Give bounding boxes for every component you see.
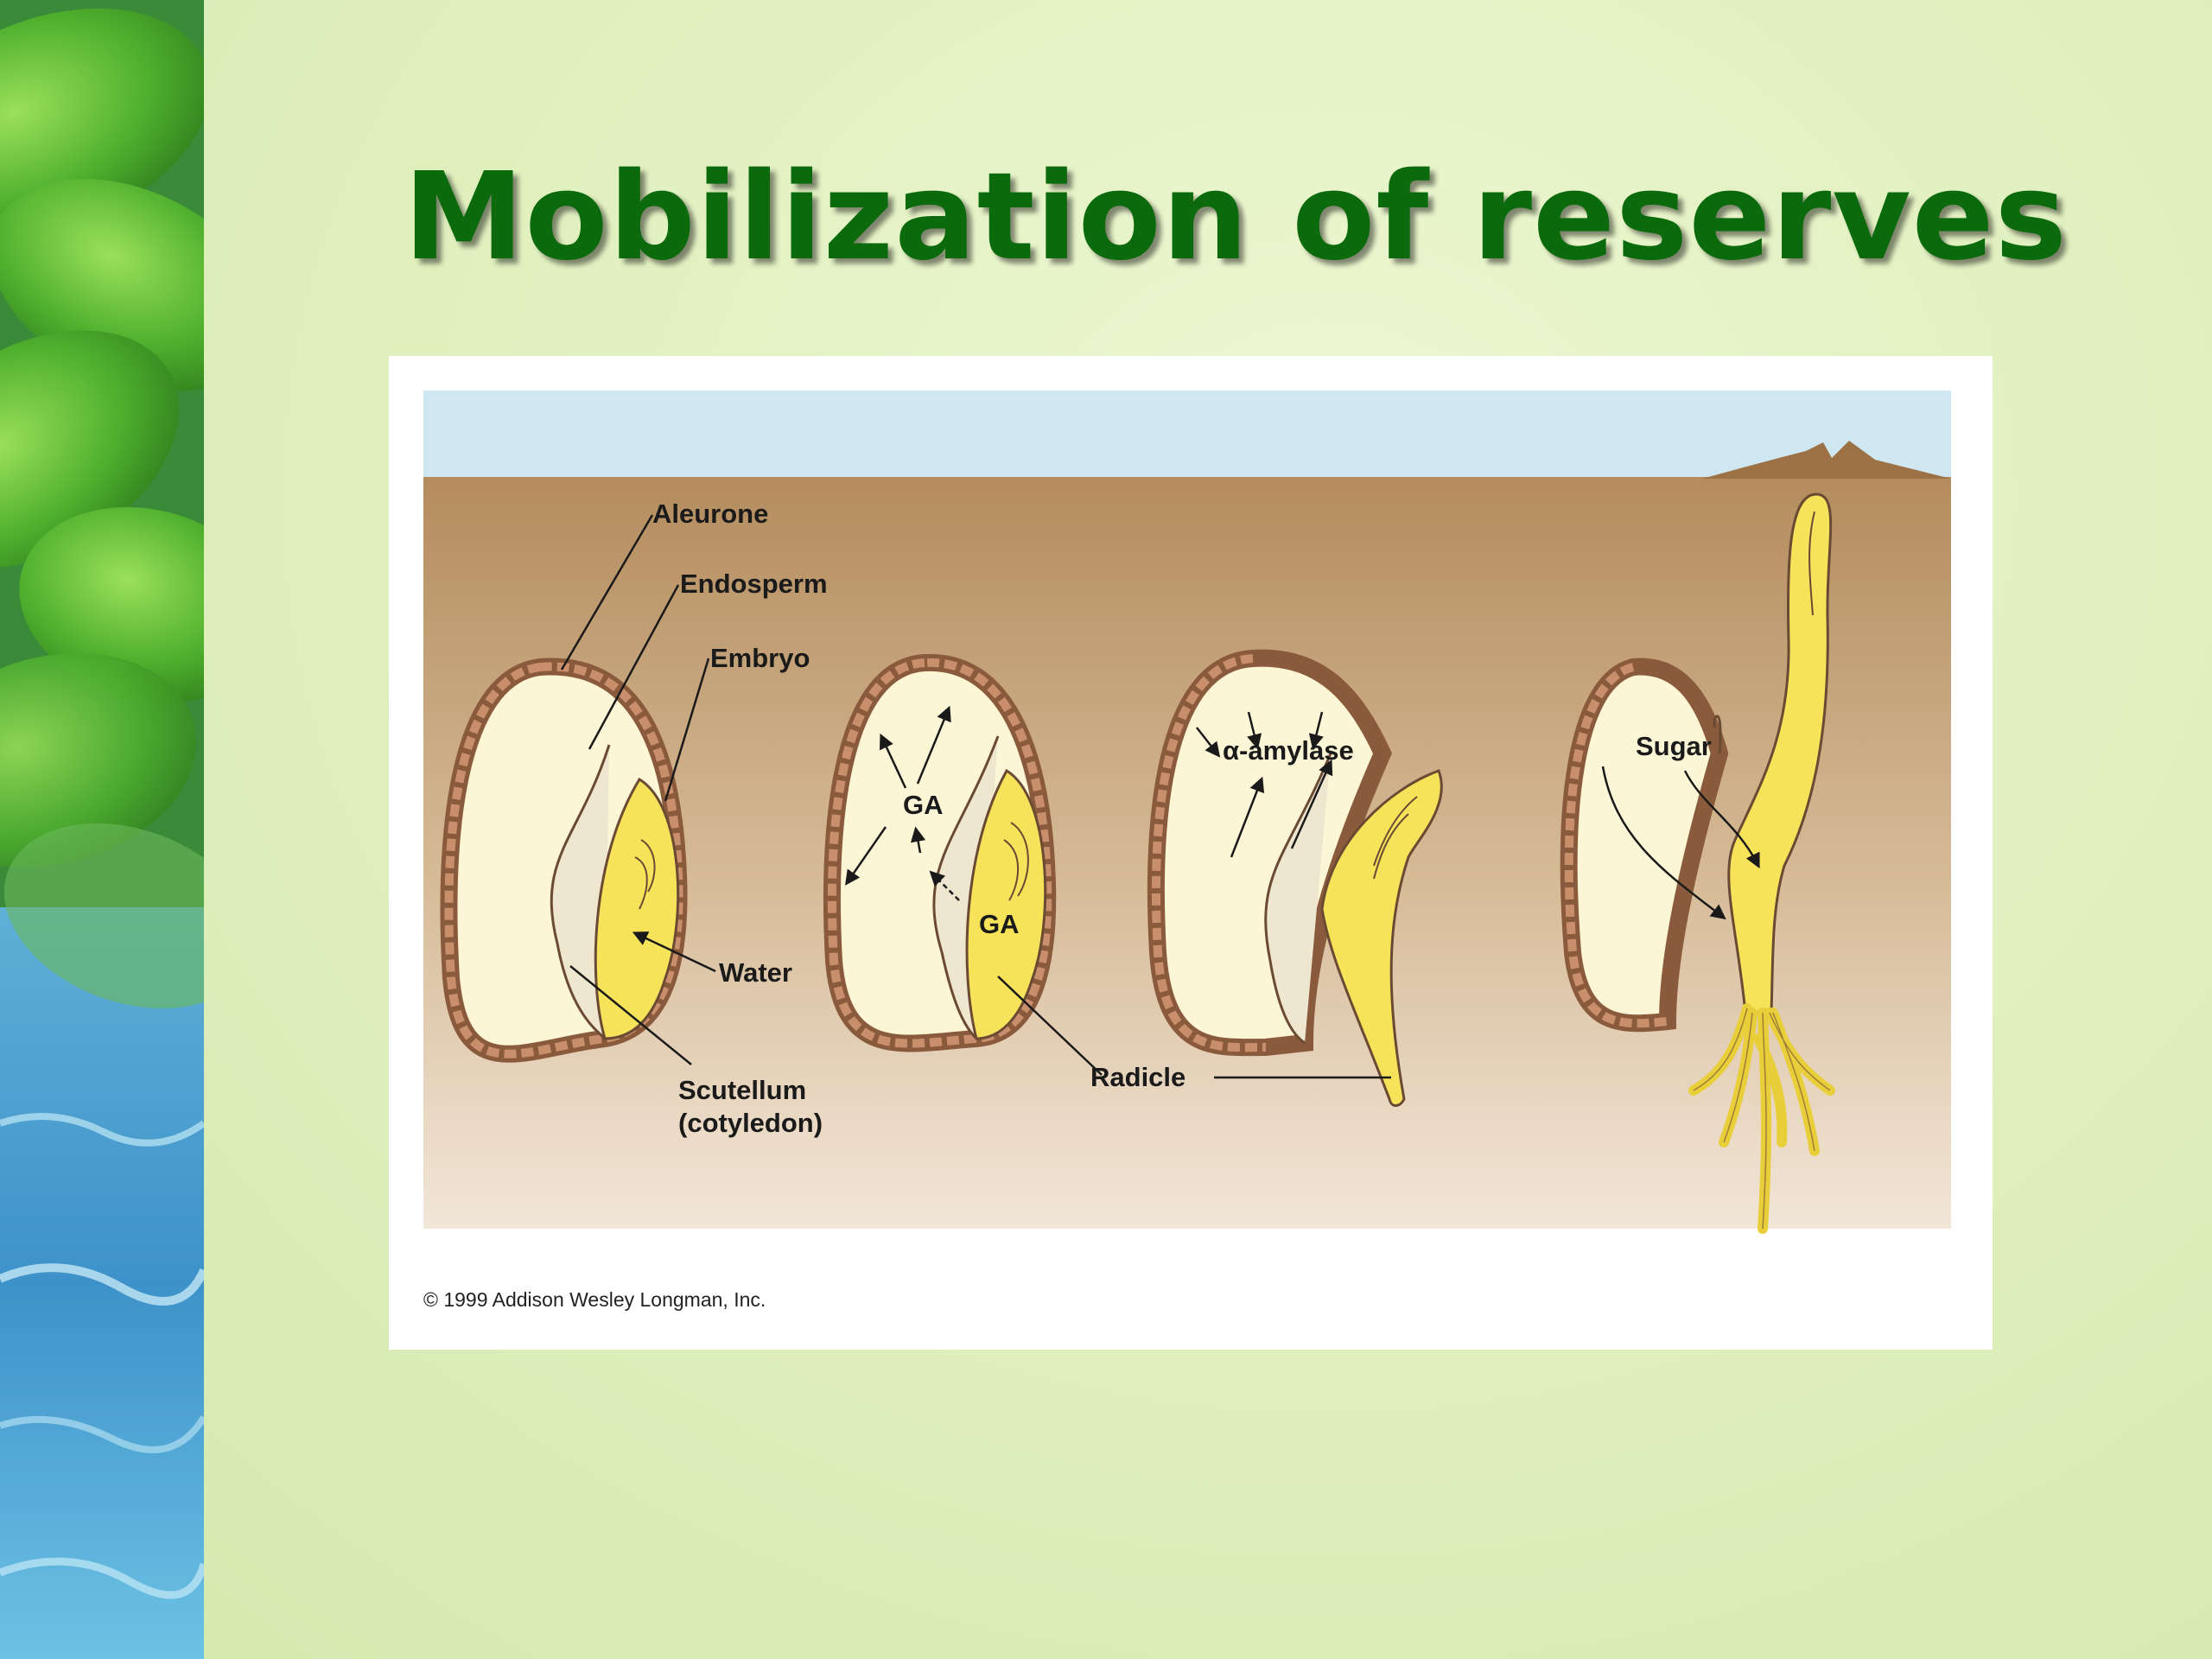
- aleurone-label: Aleurone: [652, 499, 768, 529]
- ga-label-2: GA: [979, 909, 1020, 939]
- sugar-label: Sugar: [1636, 731, 1712, 761]
- embryo-leader: [664, 658, 710, 802]
- seed-3: [1147, 649, 1443, 1107]
- seed-1: [440, 658, 688, 1063]
- seed-2: [823, 653, 1057, 1052]
- copyright-credit: © 1999 Addison Wesley Longman, Inc.: [423, 1288, 766, 1311]
- radicle-leader-2: [997, 976, 1103, 1076]
- seed-2-embryo: [965, 768, 1047, 1040]
- slide-title: Mobilization of reserves: [404, 147, 2068, 288]
- embryo-label: Embryo: [710, 643, 810, 673]
- leaves-water-image: [0, 0, 204, 1659]
- aleurone-leader: [560, 514, 654, 671]
- seed-3-embryo: [1320, 769, 1443, 1107]
- germination-figure: Aleurone Endosperm Embryo Water Scutellu…: [389, 356, 1993, 1350]
- endosperm-leader: [588, 584, 680, 750]
- water-label: Water: [719, 957, 792, 988]
- decorative-sidebar: [0, 0, 204, 1659]
- seed-1-embryo: [594, 777, 680, 1040]
- soil-mound: [1702, 441, 1951, 479]
- cotyledon-label: (cotyledon): [678, 1108, 823, 1138]
- seed-4: [1560, 493, 1835, 1234]
- water-leader: [632, 931, 716, 973]
- germination-diagram: Aleurone Endosperm Embryo Water Scutellu…: [423, 391, 1951, 1311]
- sky: [423, 391, 1951, 477]
- scutellum-leader: [569, 965, 692, 1065]
- ga-label-1: GA: [903, 790, 944, 820]
- scutellum-label: Scutellum: [678, 1075, 806, 1105]
- alpha-amylase-label: α-amylase: [1223, 735, 1354, 766]
- endosperm-label: Endosperm: [680, 569, 828, 599]
- radicle-label: Radicle: [1090, 1062, 1185, 1092]
